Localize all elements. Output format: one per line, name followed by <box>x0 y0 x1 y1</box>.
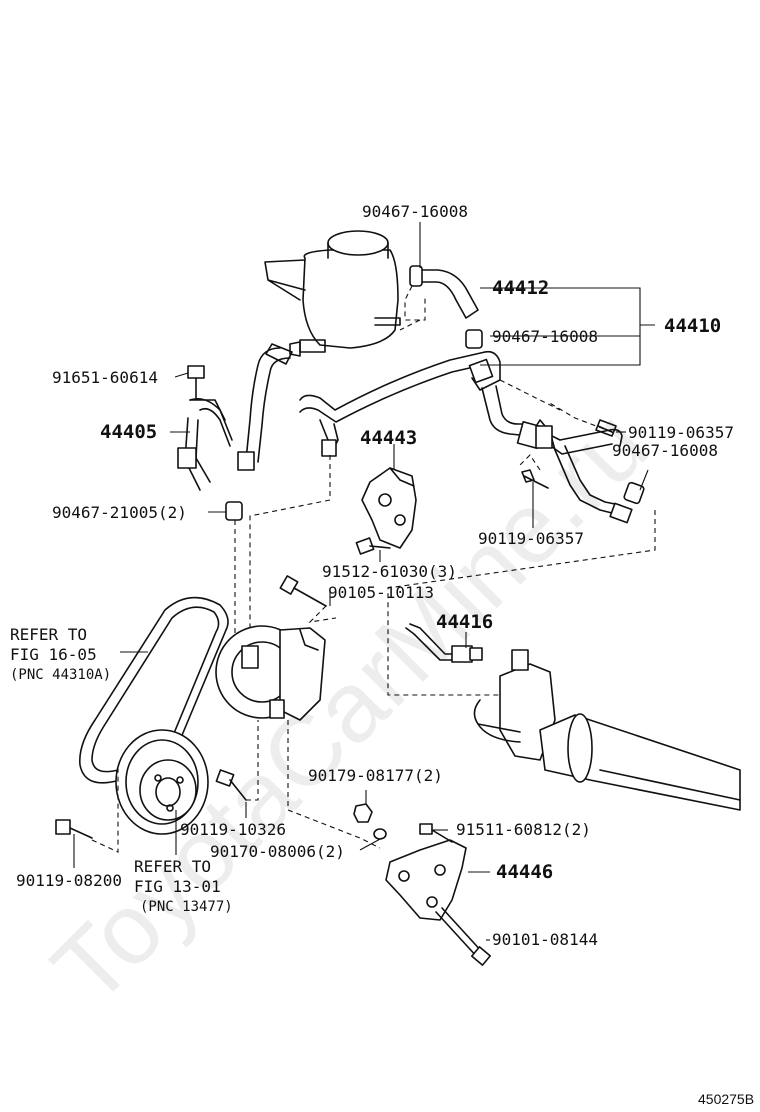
pressure-line-assembly <box>299 350 633 524</box>
label-tube-44416: 44416 <box>436 611 493 633</box>
label-bolt-06357-b: 90119-06357 <box>478 529 584 548</box>
label-washer-90170: 90170-08006(2) <box>210 842 345 861</box>
label-bracket-44446: 44446 <box>496 861 553 883</box>
clamp-mid <box>465 329 483 349</box>
label-bolt-90105: 90105-10113 <box>328 583 434 602</box>
label-refer1-line2: FIG 16-05 <box>10 645 97 664</box>
oil-reservoir <box>264 230 401 357</box>
label-refer1-line1: REFER TO <box>10 625 87 644</box>
label-bolt-91512: 91512-61030(3) <box>322 562 457 581</box>
label-assy-44410: 44410 <box>664 315 721 337</box>
label-clamp-mid: 90467-16008 <box>492 327 598 346</box>
label-bolt-06357-a: 90119-06357 <box>628 423 734 442</box>
label-refer2-line3: (PNC 13477) <box>140 899 233 915</box>
label-clamp-top: 90467-16008 <box>362 202 468 221</box>
label-bolt-91511: 91511-60812(2) <box>456 820 591 839</box>
label-clamp-21005: 90467-21005(2) <box>52 503 187 522</box>
hose-44405 <box>177 343 293 491</box>
label-bolt-08144: 90101-08144 <box>492 930 598 949</box>
label-bolt-10326: 90119-10326 <box>180 820 286 839</box>
label-hose-44412: 44412 <box>492 277 549 299</box>
figure-id: 450275B <box>698 1091 754 1107</box>
leader-lines <box>73 222 655 941</box>
power-steering-pump <box>215 625 326 721</box>
bolt-10326-icon <box>215 769 247 801</box>
label-clamp-right: 90467-16008 <box>612 441 718 460</box>
crankshaft-pulley <box>115 729 209 835</box>
bolt-90105-icon <box>279 575 327 607</box>
nut-90179-icon <box>353 803 373 823</box>
label-bolt-08200: 90119-08200 <box>16 871 122 890</box>
label-bracket-44443: 44443 <box>360 427 417 449</box>
label-refer2-line1: REFER TO <box>134 857 211 876</box>
bolt-91511-icon <box>419 823 453 843</box>
bolt-91651-icon <box>187 365 205 399</box>
bolt-91512-icon <box>355 537 391 555</box>
bracket-44446 <box>385 839 467 921</box>
bolt-06357-b-icon <box>521 469 549 489</box>
bolt-08200-icon <box>55 819 93 839</box>
label-refer2-line2: FIG 13-01 <box>134 877 221 896</box>
bracket-44443 <box>361 467 417 549</box>
label-nut-90179: 90179-08177(2) <box>308 766 443 785</box>
clamp-21005 <box>225 501 243 521</box>
label-bolt-91651: 91651-60614 <box>52 368 158 387</box>
clamp-top <box>409 265 423 287</box>
tube-44416 <box>405 623 483 663</box>
label-refer1-line3: (PNC 44310A) <box>10 667 111 683</box>
washer-90170-icon <box>373 828 387 840</box>
bolt-08144-icon <box>435 907 492 966</box>
steering-gear-housing <box>473 649 741 811</box>
hose-44412 <box>411 269 479 319</box>
label-hose-44405: 44405 <box>100 421 157 443</box>
clamp-right <box>623 481 645 505</box>
